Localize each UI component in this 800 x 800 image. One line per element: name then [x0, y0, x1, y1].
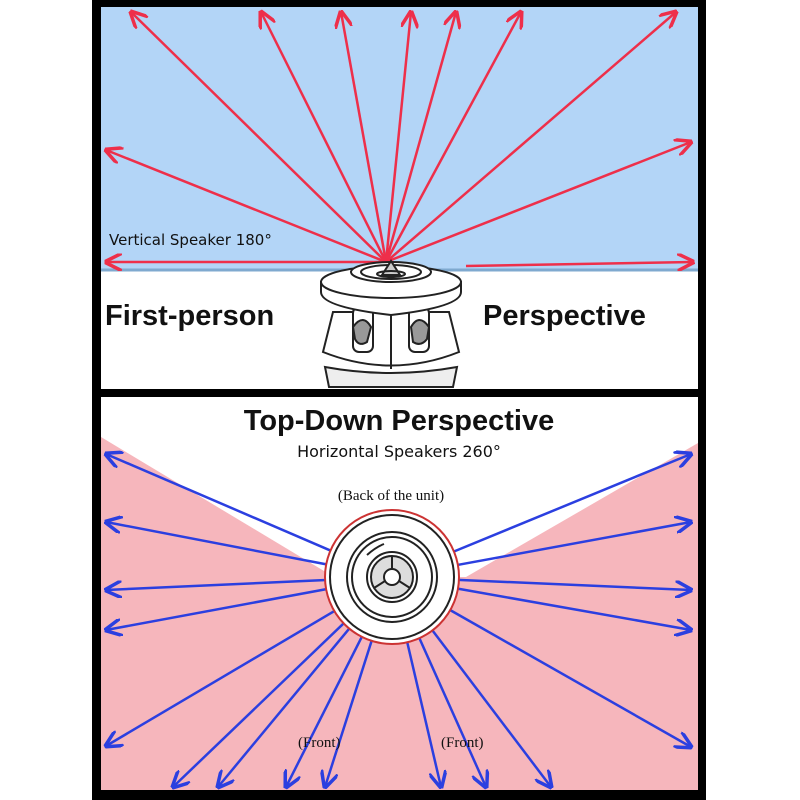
back-label-bg	[281, 481, 517, 507]
red-arrow-11	[465, 262, 693, 266]
blue-arrow-15	[457, 578, 691, 590]
red-arrow-10	[385, 142, 691, 264]
horizontal-sound-arrows	[106, 454, 691, 787]
red-arrow-5	[341, 12, 388, 263]
speaker-unit-top-icon	[324, 509, 460, 645]
blue-arrow-1	[106, 454, 332, 553]
blue-arrow-17	[452, 454, 691, 554]
blue-arrow-9	[325, 639, 374, 787]
red-arrow-4	[261, 12, 388, 263]
first-person-diagram: Vertical Speaker 180° First-person Persp…	[101, 7, 698, 389]
blue-arrow-12	[430, 628, 551, 787]
blue-arrow-11	[417, 636, 486, 787]
blue-arrow-8	[286, 635, 364, 787]
blue-arrow-13	[448, 608, 691, 747]
blue-arrow-3	[106, 578, 327, 590]
red-arrow-3	[131, 12, 387, 263]
blue-arrow-16	[456, 522, 691, 567]
blue-arrow-4	[106, 587, 328, 630]
blue-arrow-2	[106, 522, 328, 566]
top-down-title: Top-Down Perspective	[244, 405, 554, 437]
first-person-label: First-person	[105, 300, 274, 332]
blue-arrow-6	[173, 621, 346, 787]
red-arrow-9	[385, 12, 676, 263]
red-arrow-8	[384, 12, 521, 263]
horizontal-speakers-subtitle: Horizontal Speakers 260°	[297, 442, 501, 461]
top-down-panel: Top-Down Perspective Horizontal Speakers…	[101, 397, 698, 790]
speaker-unit-side-icon	[320, 259, 462, 388]
blue-arrow-5	[106, 609, 336, 746]
blue-arrow-14	[456, 587, 691, 630]
blue-arrow-10	[405, 640, 441, 787]
back-of-unit-label: (Back of the unit)	[338, 488, 444, 504]
blue-arrow-7	[218, 627, 351, 787]
red-arrow-7	[384, 12, 456, 263]
top-down-diagram: Top-Down Perspective Horizontal Speakers…	[101, 397, 698, 790]
red-arrow-6	[384, 12, 411, 263]
first-person-panel: Vertical Speaker 180° First-person Persp…	[101, 7, 698, 389]
vertical-speaker-label: Vertical Speaker 180°	[109, 231, 272, 249]
vertical-sound-arrows	[106, 12, 693, 266]
perspective-label: Perspective	[483, 300, 646, 332]
front-label-left: (Front)	[298, 735, 341, 751]
red-arrow-2	[106, 150, 387, 264]
front-label-right: (Front)	[441, 735, 484, 751]
